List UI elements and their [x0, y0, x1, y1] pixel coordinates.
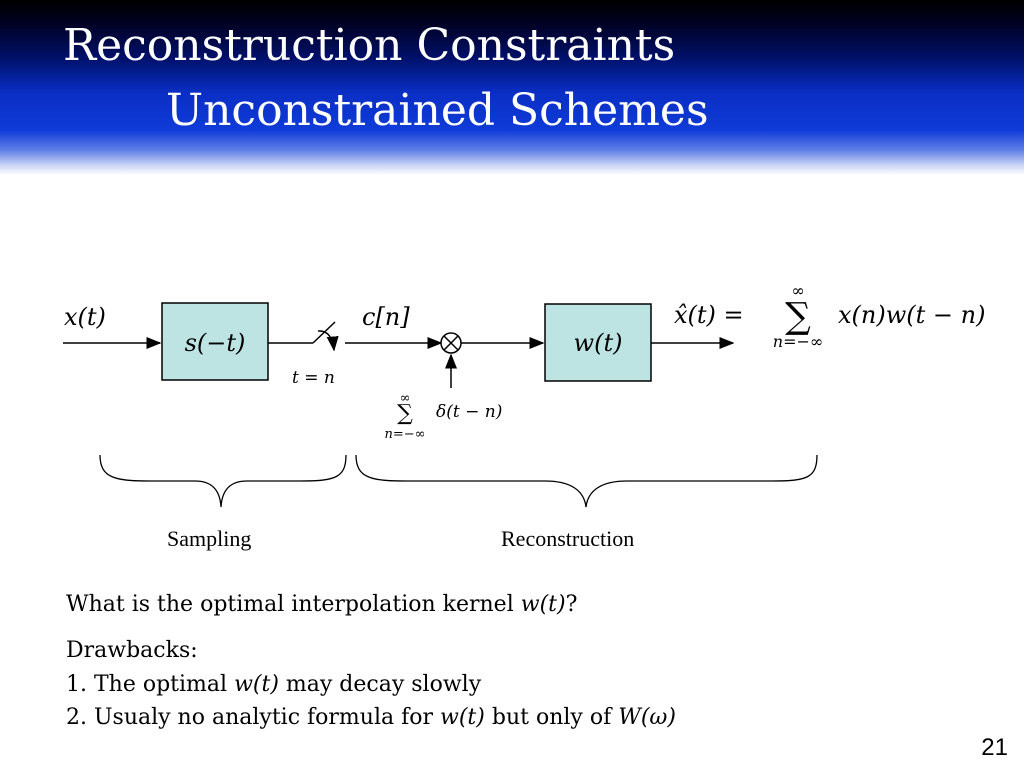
input-signal-label: x(t): [64, 303, 106, 331]
output-sum-upper: ∞: [791, 281, 804, 300]
sampling-label: Sampling: [167, 526, 252, 551]
slide-title: Reconstruction Constraints: [63, 20, 676, 71]
output-sum-lower: n=−∞: [773, 332, 823, 351]
reconstruction-brace: [355, 454, 818, 508]
output-sum-symbol: ∑: [785, 296, 811, 337]
drawbacks-heading: Drawbacks:: [66, 638, 198, 663]
impulse-term: δ(t − n): [436, 402, 502, 422]
question-text: What is the optimal interpolation kernel…: [66, 592, 578, 617]
title-banner: [0, 0, 1024, 175]
slide-subtitle: Unconstrained Schemes: [166, 85, 709, 136]
impulse-sum-symbol: ∑: [397, 401, 413, 426]
sampling-filter-box: [161, 302, 269, 381]
output-term: x(n)w(t − n): [838, 301, 985, 329]
samples-label: c[n]: [362, 303, 410, 331]
sampler-label: t = n: [292, 368, 335, 388]
reconstruction-filter-label: w(t): [574, 329, 623, 357]
reconstruction-label: Reconstruction: [501, 526, 635, 551]
drawback-item-1: 1. The optimal w(t) may decay slowly: [66, 672, 482, 697]
output-lhs: x̂(t) =: [674, 301, 744, 329]
sampling-filter-label: s(−t): [185, 329, 246, 357]
impulse-sum-upper: ∞: [400, 391, 411, 406]
sampling-brace: [99, 454, 347, 508]
sampler-rotation-arrow: [317, 330, 339, 352]
drawback-item-2: 2. Usualy no analytic formula for w(t) b…: [66, 705, 676, 730]
impulse-sum-lower: n=−∞: [385, 427, 426, 442]
page-number: 21: [981, 734, 1008, 761]
